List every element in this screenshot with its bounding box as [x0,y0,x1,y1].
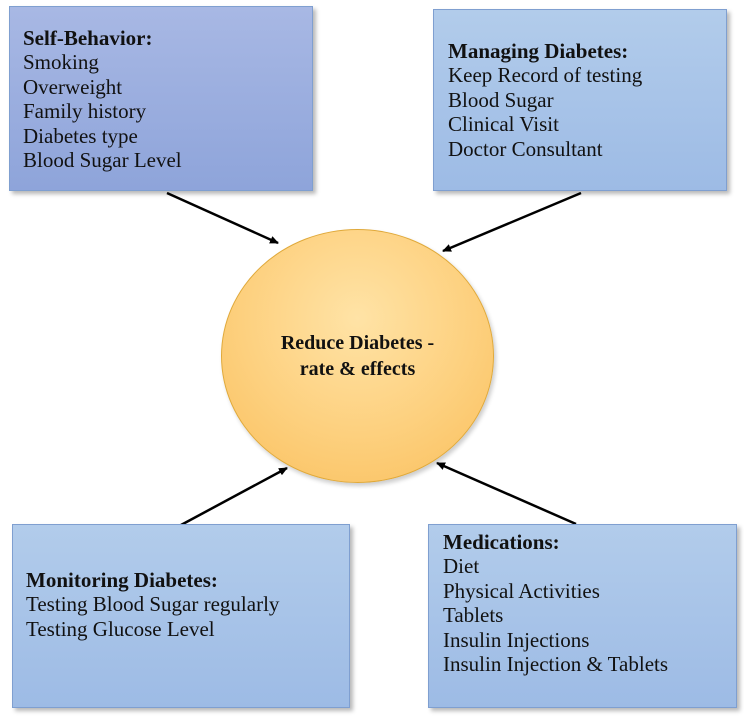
medications-title: Medications: [443,530,560,554]
self-behavior-item: Blood Sugar Level [23,148,182,172]
medications-box: Medications: Diet Physical Activities Ta… [428,524,737,708]
self-behavior-item: Diabetes type [23,123,138,148]
arrow-managing-diabetes [442,191,582,253]
center-label-line1: Reduce Diabetes - [280,332,435,354]
self-behavior-item: Overweight [23,74,123,99]
self-behavior-title: Self-Behavior: [23,26,153,50]
medications-item: Insulin Injection & Tablets [443,652,669,676]
medications-item: Insulin Injections [443,627,590,652]
reduce-diabetes-circle: Reduce Diabetes - rate & effects [221,229,494,483]
monitoring-diabetes-title: Monitoring Diabetes: [26,568,218,592]
center-label-line2: rate & effects [299,358,416,380]
arrow-monitoring-diabetes [180,466,288,527]
managing-diabetes-box: Managing Diabetes: Keep Record of testin… [433,9,727,191]
medications-item: Tablets [443,603,504,627]
self-behavior-box: Self-Behavior: Smoking Overweight Family… [9,6,313,191]
arrow-self-behavior [166,191,279,245]
managing-diabetes-item: Blood Sugar [448,87,554,112]
arrow-medications [436,461,577,526]
managing-diabetes-item: Clinical Visit [448,112,559,136]
managing-diabetes-title: Managing Diabetes: [448,39,629,63]
monitoring-diabetes-item: Testing Glucose Level [26,616,215,641]
managing-diabetes-item: Keep Record of testing [448,63,643,87]
monitoring-diabetes-box: Monitoring Diabetes: Testing Blood Sugar… [12,524,350,708]
medications-item: Diet [443,554,480,578]
monitoring-diabetes-item: Testing Blood Sugar regularly [26,592,280,616]
managing-diabetes-item: Doctor Consultant [448,136,603,161]
self-behavior-item: Family history [23,99,147,123]
self-behavior-item: Smoking [23,50,99,74]
medications-item: Physical Activities [443,578,600,603]
